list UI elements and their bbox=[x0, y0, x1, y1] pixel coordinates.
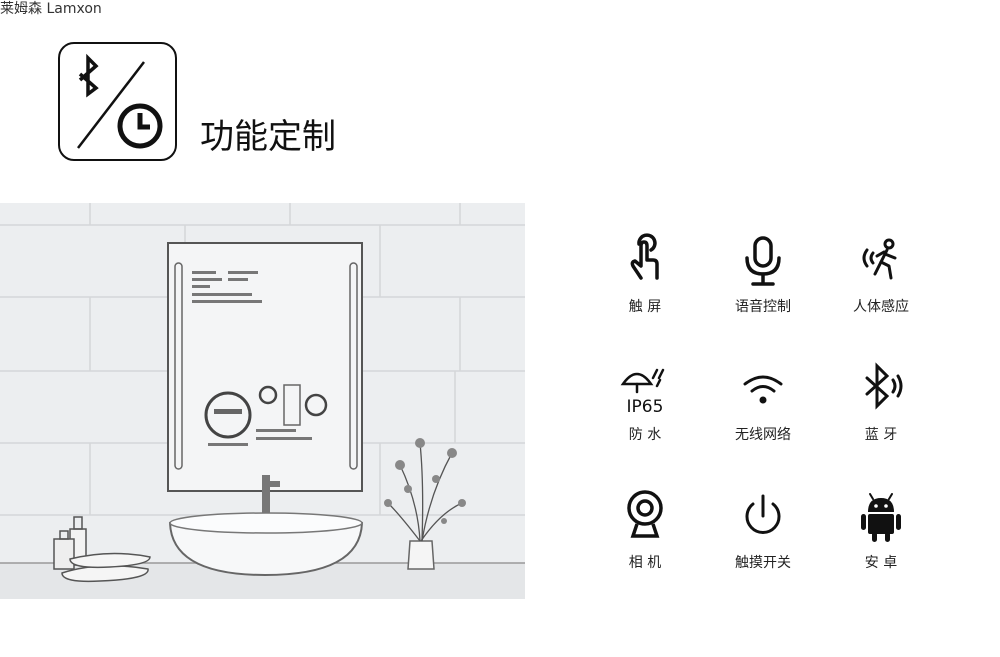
feature-label: 触 屏 bbox=[628, 299, 662, 315]
waterproof-umbrella-icon: IP65 bbox=[620, 368, 665, 417]
feature-label: 安 卓 bbox=[864, 555, 898, 571]
motion-sensor-icon bbox=[862, 238, 897, 280]
touch-hand-icon bbox=[630, 233, 659, 280]
toiletries bbox=[53, 516, 151, 583]
feature-label: 语音控制 bbox=[735, 299, 791, 315]
smart-mirror bbox=[167, 242, 363, 492]
feature-touch-screen: 触 屏 bbox=[585, 230, 705, 320]
feature-android: 安 卓 bbox=[821, 486, 941, 576]
feature-motion-sensor: 人体感应 bbox=[821, 230, 941, 320]
android-icon bbox=[861, 493, 901, 542]
bathroom-mirror-illustration bbox=[0, 203, 525, 599]
bluetooth-icon bbox=[865, 362, 903, 410]
feature-logo bbox=[58, 42, 177, 161]
feature-label: 防 水 bbox=[628, 427, 662, 443]
power-icon bbox=[745, 494, 781, 534]
feature-touch-switch: 触摸开关 bbox=[703, 486, 823, 576]
feature-label: 蓝 牙 bbox=[864, 427, 898, 443]
washbasin bbox=[168, 512, 364, 577]
feature-grid: 触 屏 语音控制 人体感应 bbox=[585, 230, 970, 590]
brand-name: 莱姆森 Lamxon bbox=[0, 1, 102, 17]
feature-label: 触摸开关 bbox=[735, 555, 791, 571]
ip-rating-badge: IP65 bbox=[627, 397, 664, 417]
feature-label: 相 机 bbox=[628, 555, 662, 571]
feature-bluetooth: 蓝 牙 bbox=[821, 358, 941, 448]
clock-icon bbox=[117, 103, 163, 149]
feature-label: 无线网络 bbox=[735, 427, 791, 443]
wifi-icon bbox=[743, 375, 783, 404]
webcam-icon bbox=[627, 490, 663, 538]
potted-plant bbox=[384, 438, 466, 570]
feature-wifi: 无线网络 bbox=[703, 358, 823, 448]
feature-label: 人体感应 bbox=[853, 299, 909, 315]
bluetooth-icon bbox=[78, 53, 99, 98]
feature-camera: 相 机 bbox=[585, 486, 705, 576]
microphone-icon bbox=[745, 236, 781, 286]
page-title: 功能定制 bbox=[200, 117, 336, 157]
feature-voice-control: 语音控制 bbox=[703, 230, 823, 320]
feature-waterproof: IP65 防 水 bbox=[585, 358, 705, 448]
